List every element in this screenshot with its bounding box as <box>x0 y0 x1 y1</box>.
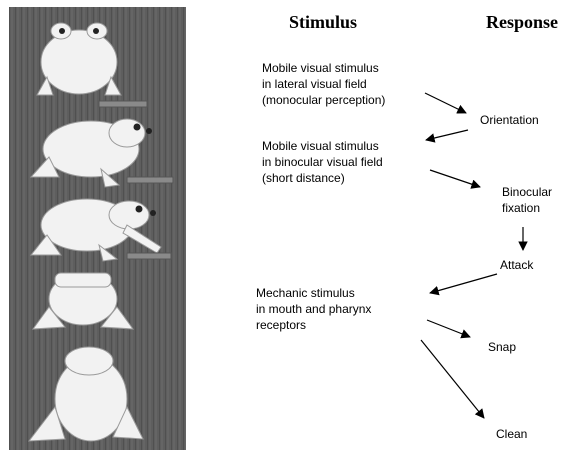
response-column-header: Response <box>486 12 559 32</box>
arrow-attack-to-mechanic <box>429 273 498 296</box>
stimulus-bar-3 <box>126 252 172 260</box>
arrow-mechanic-to-clean <box>420 339 485 419</box>
arrow-mechanic-to-snap <box>426 319 471 339</box>
response-line: Binocular <box>502 185 553 199</box>
response-snap: Snap <box>488 340 517 354</box>
toad-eye <box>93 28 99 34</box>
toad-figure-4 <box>31 272 135 330</box>
response-orientation: Orientation <box>480 113 539 127</box>
toad-figure-5 <box>27 346 144 442</box>
toad-eye <box>146 128 152 134</box>
toad-figure-2 <box>29 118 146 188</box>
arrow-stimulus1-to-orientation <box>424 92 467 114</box>
toad-eye <box>135 205 143 213</box>
response-attack: Attack <box>500 258 534 272</box>
stimulus-line: (monocular perception) <box>262 93 386 107</box>
toad-sequence-illustration <box>9 7 186 450</box>
stimulus-binocular-visual: Mobile visual stimulus in binocular visu… <box>262 138 383 186</box>
toad-eye <box>59 28 65 34</box>
stimulus-column-header: Stimulus <box>289 12 358 32</box>
stimulus-bar-2 <box>126 176 174 184</box>
toad-eye <box>133 123 141 131</box>
response-clean: Clean <box>496 427 528 441</box>
stimulus-mechanic: Mechanic stimulus in mouth and pharynx r… <box>256 285 371 333</box>
toad-figure-1 <box>36 22 122 96</box>
stimulus-line: Mechanic stimulus <box>256 286 355 300</box>
arrow-stimulus2-to-binocular <box>429 169 481 189</box>
stimulus-line: in mouth and pharynx <box>256 302 372 316</box>
stimulus-line: receptors <box>256 318 307 332</box>
arrow-orientation-to-stimulus2 <box>425 129 469 143</box>
response-line: fixation <box>502 201 541 215</box>
toad-eye <box>150 210 156 216</box>
stimulus-lateral-visual: Mobile visual stimulus in lateral visual… <box>262 60 385 108</box>
stimulus-line: Mobile visual stimulus <box>262 61 379 75</box>
stimulus-bar-1 <box>98 100 148 108</box>
stimulus-line: Mobile visual stimulus <box>262 139 379 153</box>
response-binocular-fixation: Binocular fixation <box>502 184 552 216</box>
stimulus-line: (short distance) <box>262 171 345 185</box>
stimulus-line: in binocular visual field <box>262 155 383 169</box>
stimulus-line: in lateral visual field <box>262 77 367 91</box>
